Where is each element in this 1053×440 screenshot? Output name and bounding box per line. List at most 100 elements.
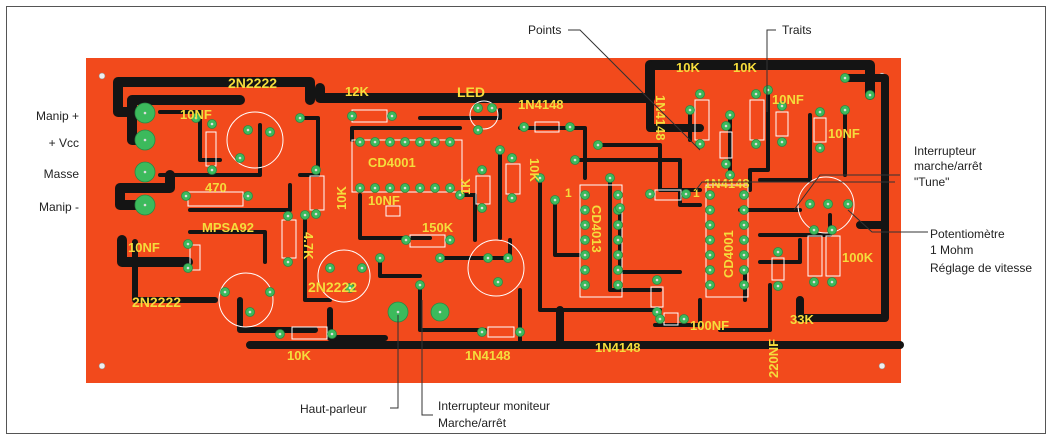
- transistor-outline: [317, 249, 371, 303]
- pad-hole: [583, 283, 587, 287]
- pad-hole: [728, 173, 732, 177]
- pad-hole: [708, 268, 712, 272]
- capacitor-outline: [775, 111, 789, 137]
- pad-hole: [314, 168, 318, 172]
- pad-hole: [388, 140, 392, 144]
- pad-hole: [438, 310, 442, 314]
- pad-hole: [843, 76, 847, 80]
- diode-outline: [650, 286, 664, 308]
- pad-hole: [486, 256, 490, 260]
- pad-hole: [476, 128, 480, 132]
- pad-hole: [708, 208, 712, 212]
- pad-hole: [812, 228, 816, 232]
- label-pot-line3: Réglage de vitesse: [930, 261, 1033, 275]
- pad-hole: [812, 280, 816, 284]
- pad-hole: [510, 156, 514, 160]
- pad-hole: [396, 310, 400, 314]
- diode-outline: [719, 131, 733, 159]
- pads: [134, 73, 875, 339]
- pad-hole: [358, 140, 362, 144]
- label-manip-minus: Manip -: [38, 200, 79, 214]
- pad-hole: [143, 111, 147, 115]
- pad-hole: [742, 238, 746, 242]
- silk-d4: 1N4148: [704, 176, 750, 191]
- pad-hole: [418, 140, 422, 144]
- pad-hole: [278, 332, 282, 336]
- pad-hole: [846, 202, 850, 206]
- pad-hole: [480, 330, 484, 334]
- silk-d2: 1N4148: [465, 348, 511, 363]
- pad-hole: [538, 176, 542, 180]
- pad-hole: [448, 186, 452, 190]
- silk-c3: 10NF: [128, 240, 160, 255]
- pad-hole: [246, 194, 250, 198]
- resistor-outline: [291, 326, 328, 340]
- resistor-outline: [807, 235, 823, 277]
- pad-hole: [616, 268, 620, 272]
- label-masse: Masse: [43, 167, 79, 181]
- pad-hole: [480, 206, 484, 210]
- silk-r10k-e: 10K: [527, 158, 542, 182]
- pad-hole: [433, 140, 437, 144]
- pad-hole: [480, 168, 484, 172]
- pad-hole: [698, 92, 702, 96]
- pad-hole: [742, 268, 746, 272]
- silk-c220nf: 220NF: [766, 339, 781, 378]
- pad-hole: [754, 92, 758, 96]
- silk-r33k: 33K: [790, 312, 814, 327]
- pad-hole: [776, 284, 780, 288]
- silk-r4k7: 4.7K: [301, 232, 316, 260]
- pad-hole: [210, 168, 214, 172]
- label-traits: Traits: [782, 23, 812, 37]
- silk-r150k: 150K: [422, 220, 454, 235]
- silk-r10k-b: 10K: [676, 60, 700, 75]
- silk-c2: 10NF: [368, 193, 400, 208]
- pad-hole: [742, 208, 746, 212]
- pad-hole: [830, 228, 834, 232]
- pad-hole: [403, 186, 407, 190]
- pad-hole: [648, 192, 652, 196]
- pad-hole: [818, 146, 822, 150]
- potentiometer-outline: [467, 239, 525, 297]
- pad-hole: [583, 268, 587, 272]
- pad-hole: [698, 142, 702, 146]
- pad-hole: [498, 148, 502, 152]
- silk-c1: 10NF: [180, 107, 212, 122]
- pad-hole: [708, 223, 712, 227]
- silk-d3: 1N4148: [595, 340, 641, 355]
- pad-hole: [348, 286, 352, 290]
- pad-hole: [286, 214, 290, 218]
- pad-hole: [303, 213, 307, 217]
- label-speaker: Haut-parleur: [300, 402, 367, 416]
- pad-hole: [780, 140, 784, 144]
- label-switch-line2: marche/arrêt: [914, 159, 983, 173]
- pad-hole: [616, 253, 620, 257]
- pad-hole: [286, 260, 290, 264]
- silk-t2: 2N2222: [308, 279, 357, 295]
- pad-hole: [808, 202, 812, 206]
- pad-hole: [210, 122, 214, 126]
- pad-hole: [655, 310, 659, 314]
- label-monitor-line1: Interrupteur moniteur: [438, 399, 551, 413]
- label-pot-line1: Potentiomètre: [930, 227, 1005, 241]
- label-points: Points: [528, 23, 562, 37]
- pad-hole: [708, 283, 712, 287]
- diode-outline: [654, 189, 682, 201]
- label-vcc: + Vcc: [48, 136, 79, 150]
- silk-t3: 2N2222: [132, 294, 181, 310]
- pad-hole: [184, 194, 188, 198]
- pad-hole: [843, 108, 847, 112]
- led-outline: [469, 100, 499, 130]
- pad-hole: [186, 266, 190, 270]
- pad-hole: [358, 186, 362, 190]
- pad-hole: [388, 186, 392, 190]
- pad-hole: [298, 116, 302, 120]
- pad-hole: [390, 114, 394, 118]
- silk-r1k: 1K: [458, 178, 473, 195]
- pad-hole: [754, 142, 758, 146]
- pad-hole: [438, 256, 442, 260]
- pad-hole: [682, 317, 686, 321]
- pad-hole: [688, 108, 692, 112]
- pad-hole: [378, 256, 382, 260]
- silk-r10k-c: 10K: [733, 60, 757, 75]
